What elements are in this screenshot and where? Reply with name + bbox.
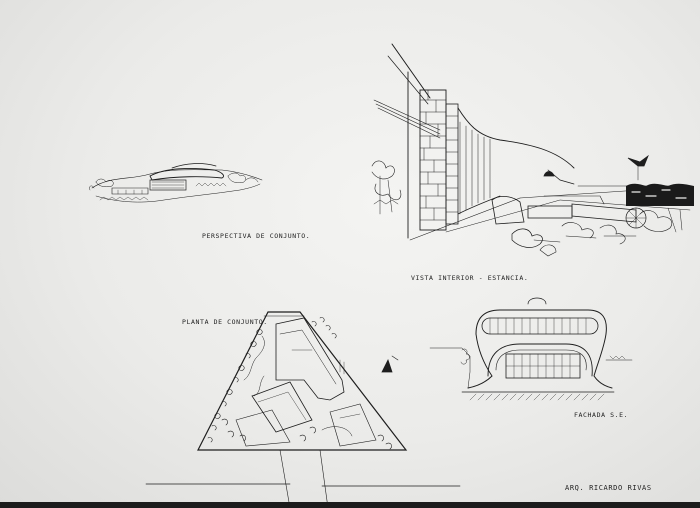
vista-interior-sketch [371, 43, 694, 257]
fachada-caption: FACHADA S.E. [574, 411, 629, 419]
architect-signature: ARQ. RICARDO RIVAS [565, 484, 652, 492]
fachada-sketch [429, 297, 633, 401]
planta-caption: PLANTA DE CONJUNTO. [182, 318, 268, 326]
perspectiva-sketch [89, 163, 263, 203]
vista-interior-caption: VISTA INTERIOR - ESTANCIA. [411, 274, 529, 282]
perspectiva-caption: PERSPECTIVA DE CONJUNTO. [202, 232, 311, 240]
planta-sketch [145, 311, 461, 508]
